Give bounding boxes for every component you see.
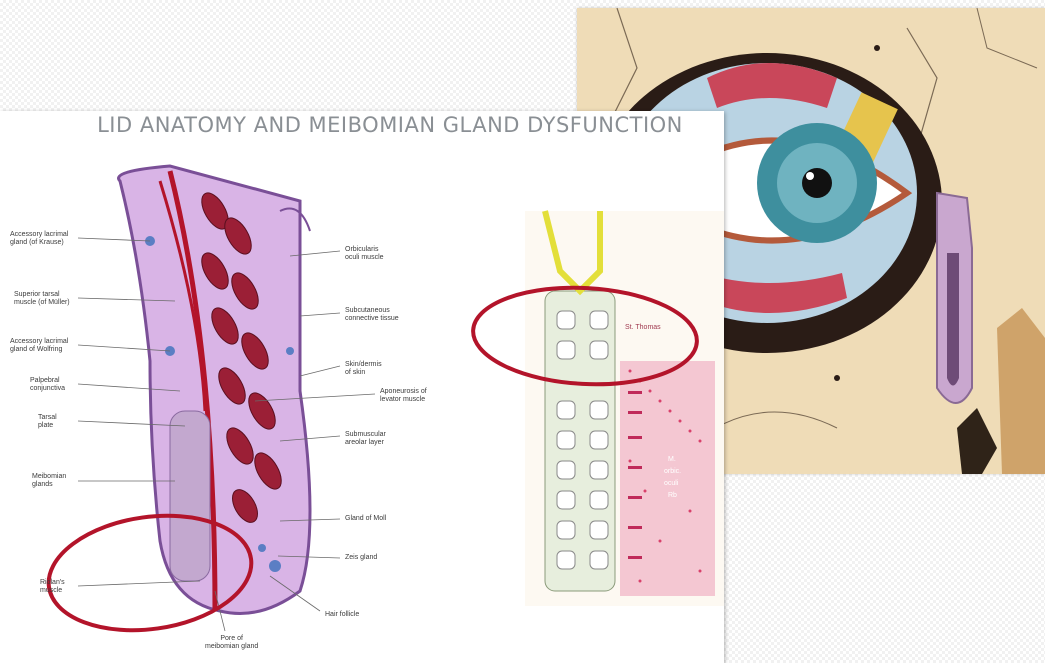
label-conjunctiva: Palpebral conjunctiva xyxy=(30,377,65,393)
label-tarsal-plate: Tarsal plate xyxy=(38,414,57,430)
label-muller: Superior tarsal muscle (of Müller) xyxy=(14,291,70,307)
label-subcutaneous: Subcutaneous connective tissue xyxy=(345,307,399,323)
inset-label-st-thomas: St. Thomas xyxy=(625,324,661,332)
label-wolfring: Accessory lacrimal gland of Wolfring xyxy=(10,338,68,354)
label-moll: Gland of Moll xyxy=(345,515,386,523)
inset-label-rb: Rb xyxy=(668,492,677,500)
lid-anatomy-slide: LID ANATOMY AND MEIBOMIAN GLAND DYSFUNCT… xyxy=(0,111,724,663)
label-hair-follicle: Hair follicle xyxy=(325,611,359,619)
label-skin: Skin/dermis of skin xyxy=(345,361,382,377)
inset-label-orbic: orbic. xyxy=(664,468,681,476)
inset-label-oculi: oculi xyxy=(664,480,678,488)
label-riolan: Riolan's muscle xyxy=(40,579,65,595)
inset-label-m: M. xyxy=(668,456,676,464)
lid-cross-section xyxy=(0,111,724,663)
label-meibomian: Meibomian glands xyxy=(32,473,66,489)
label-zeis: Zeis gland xyxy=(345,554,377,562)
label-aponeurosis: Aponeurosis of levator muscle xyxy=(380,388,427,404)
label-pore: Pore of meibomian gland xyxy=(205,635,258,651)
label-krause: Accessory lacrimal gland (of Krause) xyxy=(10,231,68,247)
label-orbicularis: Orbicularis oculi muscle xyxy=(345,246,384,262)
label-submuscular: Submuscular areolar layer xyxy=(345,431,386,447)
